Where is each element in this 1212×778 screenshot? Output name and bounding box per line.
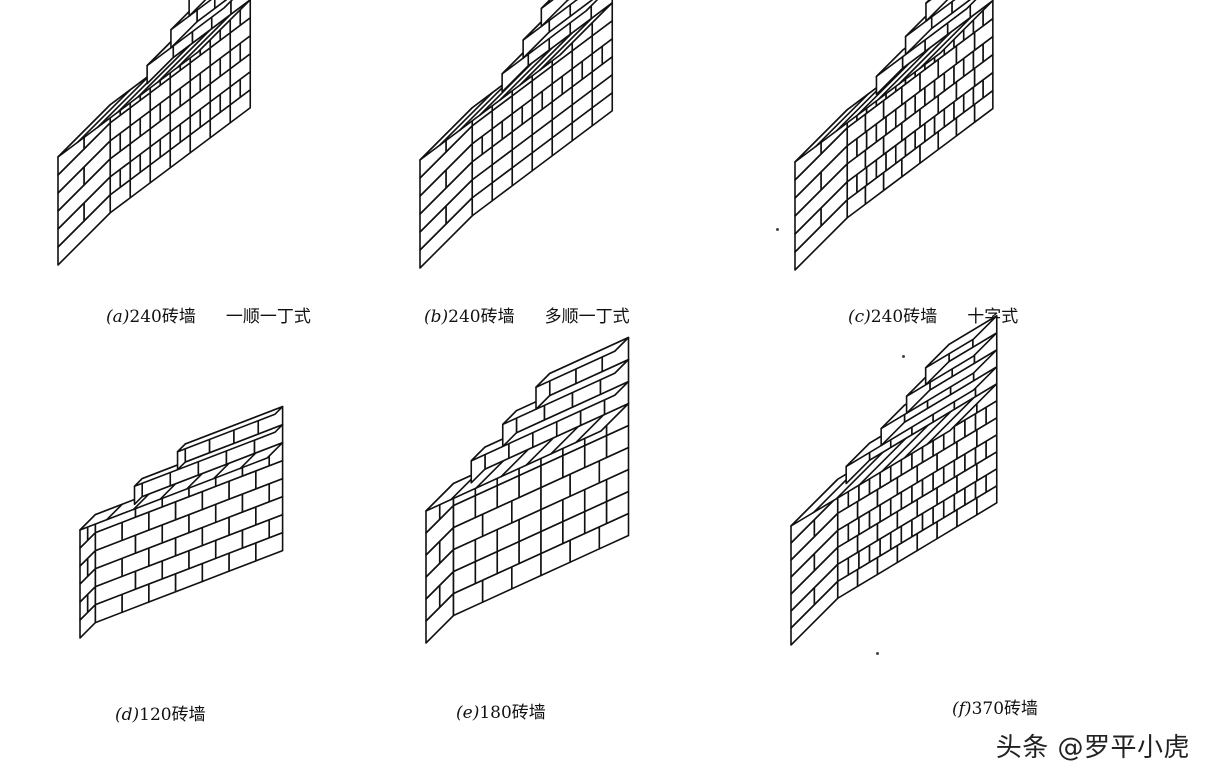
caption-b-wall: 砖墙 — [480, 307, 515, 327]
step-brick-top — [924, 315, 998, 369]
wall-top-surface — [57, 0, 252, 158]
caption-d-wall: 砖墙 — [171, 705, 206, 725]
brick-wall-illustration-a — [57, 0, 252, 266]
caption-c-wall: 砖墙 — [903, 307, 938, 327]
figure-e-180-wall — [420, 336, 760, 655]
figure-c-240-wall-cross-pattern — [790, 0, 1140, 280]
caption-a-pattern: 一顺一丁式 — [225, 307, 311, 327]
wall-top-joint — [814, 93, 869, 148]
speck — [776, 228, 779, 231]
brick-wall-illustration-b — [419, 0, 614, 269]
brick-wall-illustration-c — [794, 0, 994, 271]
figure-a-240-wall-one-stretcher-one-header — [50, 0, 400, 270]
figure-f-370-wall — [785, 315, 1135, 655]
caption-f-number: 370 — [971, 699, 1005, 719]
caption-b: (b)240砖墙 多顺一丁式 — [424, 302, 630, 327]
wall-top-joint — [439, 91, 494, 146]
step-brick-face — [213, 0, 228, 10]
caption-b-letter: (b) — [424, 307, 449, 327]
caption-e: (e)180砖墙 — [456, 698, 546, 723]
wall-top-joint — [77, 88, 132, 143]
caption-c: (c)240砖墙 十字式 — [848, 302, 1018, 327]
step-brick-face — [230, 0, 252, 15]
brick-wall-illustration-f — [790, 315, 998, 646]
caption-c-pattern: 十字式 — [967, 307, 1019, 327]
caption-f-wall: 砖墙 — [1004, 699, 1039, 719]
caption-e-letter: (e) — [456, 703, 480, 723]
caption-d-number: 120 — [139, 705, 172, 725]
caption-c-number: 240 — [870, 307, 904, 327]
brick-wall-illustration-e — [425, 336, 630, 644]
caption-f: (f)370砖墙 — [952, 694, 1038, 719]
figure-d-120-wall — [74, 405, 404, 650]
step-brick-top — [540, 0, 554, 10]
step-brick-top — [176, 405, 284, 453]
figure-b-240-wall-multi-stretcher-one-header — [412, 0, 762, 270]
wall-top-joint — [105, 503, 123, 521]
step-brick-top — [535, 336, 630, 389]
step-brick-end — [188, 0, 207, 17]
step-brick-top — [170, 0, 212, 31]
caption-b-pattern: 多顺一丁式 — [544, 307, 630, 327]
step-brick-face — [590, 0, 594, 2]
caption-a-letter: (a) — [106, 307, 130, 327]
caption-a-wall: 砖墙 — [161, 307, 196, 327]
speck — [902, 355, 905, 358]
caption-c-letter: (c) — [848, 307, 871, 327]
caption-a: (a)240砖墙 一顺一丁式 — [106, 302, 311, 327]
caption-b-number: 240 — [448, 307, 481, 327]
caption-d: (d)120砖墙 — [115, 700, 206, 725]
caption-f-letter: (f) — [952, 699, 972, 719]
caption-e-number: 180 — [479, 703, 512, 723]
step-brick-top — [925, 0, 932, 5]
speck — [876, 652, 879, 655]
brick-wall-illustration-d — [79, 405, 284, 639]
caption-e-wall: 砖墙 — [511, 703, 546, 723]
step-brick-top — [522, 0, 578, 41]
watermark: 头条 @罗平小虎 — [995, 733, 1190, 763]
caption-a-number: 240 — [129, 307, 162, 327]
caption-d-letter: (d) — [115, 705, 140, 725]
